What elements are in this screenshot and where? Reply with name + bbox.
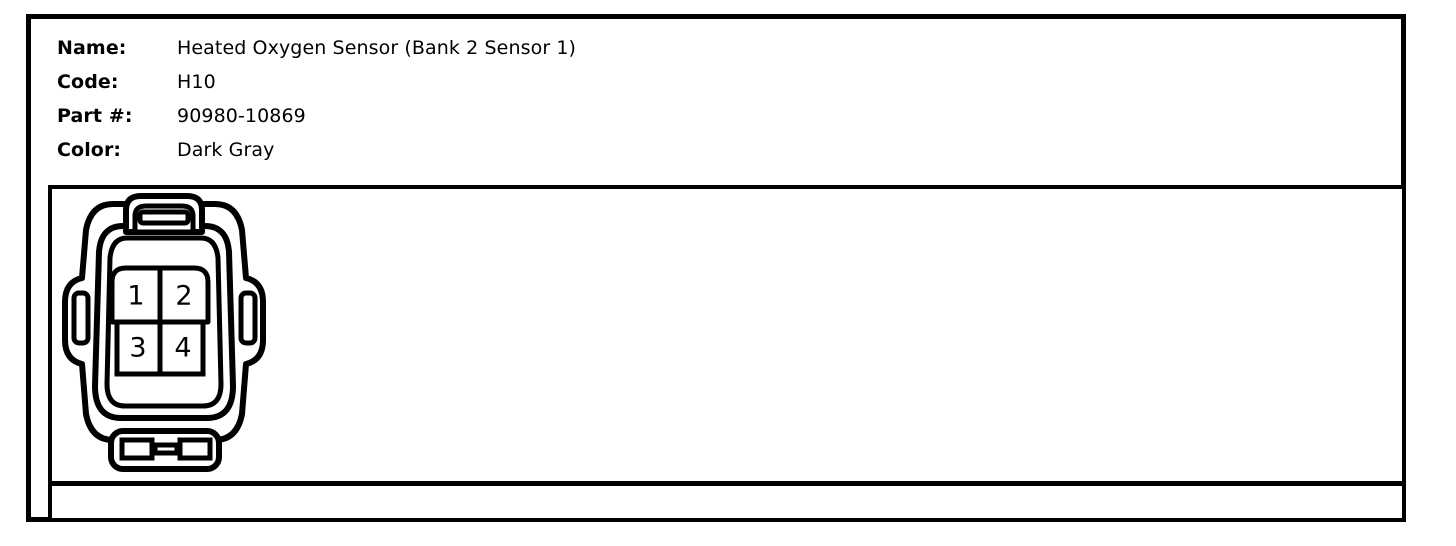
connector-inner-body-wall: [104, 235, 224, 409]
connector-right-wing-slot: [238, 290, 258, 346]
info-row-code: Code: H10: [57, 65, 957, 99]
info-label-name: Name:: [57, 37, 127, 59]
component-info-block: Name: Heated Oxygen Sensor (Bank 2 Sensor…: [57, 31, 957, 167]
connector-illustration: 1 2 3 4: [55, 190, 280, 475]
info-row-part-number: Part #: 90980-10869: [57, 99, 957, 133]
connector-diagram-box: [48, 185, 1406, 522]
connector-pin-label-4: 4: [174, 333, 191, 364]
connector-bottom-tab-segment-center: [152, 442, 180, 456]
info-value-color: Dark Gray: [177, 139, 275, 161]
connector-pin-label-1: 1: [127, 281, 144, 312]
connector-bottom-tab-segment-right: [177, 437, 213, 461]
info-row-name: Name: Heated Oxygen Sensor (Bank 2 Sensor…: [57, 31, 957, 65]
info-value-code: H10: [177, 71, 216, 93]
info-value-name: Heated Oxygen Sensor (Bank 2 Sensor 1): [177, 37, 577, 59]
info-value-part-number: 90980-10869: [177, 105, 306, 127]
connector-pin-label-3: 3: [129, 333, 146, 364]
connector-left-wing-slot: [71, 290, 91, 346]
connector-top-latch-bar: [137, 209, 191, 226]
diagram-divider: [48, 481, 1406, 486]
connector-pin-label-2: 2: [175, 281, 192, 312]
info-label-color: Color:: [57, 139, 122, 161]
info-label-code: Code:: [57, 71, 119, 93]
connector-bottom-tab-segment-left: [119, 437, 155, 461]
info-label-part-number: Part #:: [57, 105, 133, 127]
info-row-color: Color: Dark Gray: [57, 133, 957, 167]
